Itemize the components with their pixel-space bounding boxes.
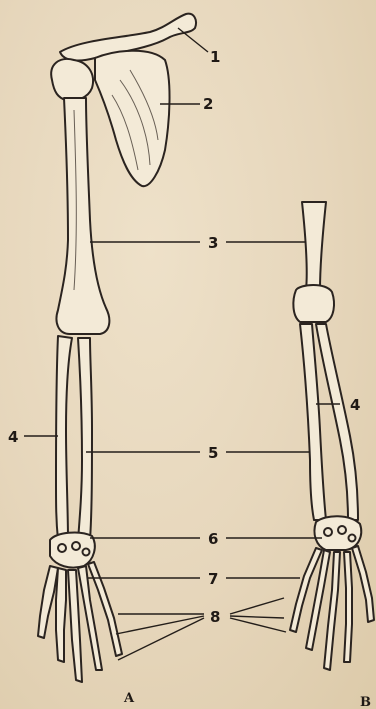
figure-b-forearm bbox=[290, 202, 374, 670]
label-8: 8 bbox=[210, 608, 220, 626]
scapula bbox=[95, 51, 170, 186]
humerus-distal bbox=[293, 285, 334, 322]
radius bbox=[78, 338, 92, 540]
label-7: 7 bbox=[208, 570, 218, 588]
humerus bbox=[57, 98, 110, 334]
label-2: 2 bbox=[203, 95, 213, 113]
figure-letter-a: A bbox=[123, 691, 135, 706]
ulna bbox=[56, 336, 72, 540]
label-3: 3 bbox=[208, 234, 218, 252]
figure-a-arm bbox=[38, 14, 196, 682]
label-4-left: 4 bbox=[8, 428, 18, 446]
label-4-right: 4 bbox=[350, 396, 360, 414]
carpal-bones-b bbox=[314, 516, 361, 550]
hand-a-fingers bbox=[38, 562, 122, 682]
hand-b-fingers bbox=[290, 546, 374, 670]
figure-letter-b: B bbox=[360, 695, 371, 709]
label-5: 5 bbox=[208, 444, 218, 462]
label-1: 1 bbox=[210, 48, 220, 66]
label-6: 6 bbox=[208, 530, 218, 548]
humerus-head bbox=[51, 59, 93, 101]
